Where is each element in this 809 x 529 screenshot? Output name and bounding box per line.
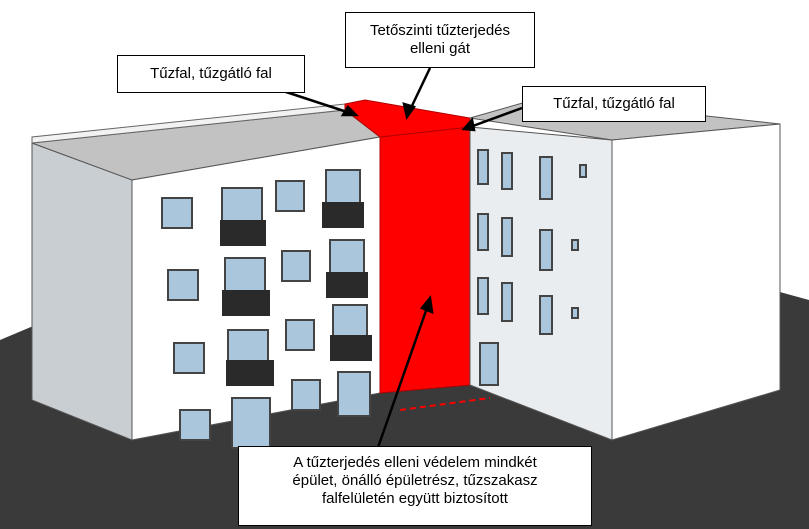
callout-text-line3: falfelületén együtt biztosított: [322, 490, 508, 507]
callout-protection: A tűzterjedés elleni védelem mindkét épü…: [238, 446, 592, 526]
callout-text-line1: A tűzterjedés elleni védelem mindkét: [293, 454, 537, 471]
left-building-windows: [161, 180, 321, 441]
callout-text-line1: Tetőszinti tűzterjedés: [369, 22, 511, 39]
dimension-marker: [399, 397, 491, 411]
left-building-side-wall: [31, 142, 133, 441]
callout-firewall-right: Tűzfal, tűzgátló fal: [522, 86, 706, 122]
callout-roof-barrier: Tetőszinti tűzterjedés elleni gát: [345, 12, 535, 68]
left-building-balconies: [220, 169, 372, 449]
callout-text: Tűzfal, tűzgátló fal: [150, 65, 272, 82]
right-building-side-wall: [611, 123, 781, 441]
callout-text-line2: elleni gát: [409, 40, 471, 57]
leader-arrows: [279, 67, 523, 457]
firewall-red-facade: [379, 126, 471, 394]
callout-firewall-left: Tűzfal, tűzgátló fal: [117, 55, 305, 93]
right-building-windows: [477, 149, 587, 386]
callout-text: Tűzfal, tűzgátló fal: [553, 95, 675, 112]
callout-text-line2: épület, önálló épületrész, tűzszakasz: [292, 472, 538, 489]
